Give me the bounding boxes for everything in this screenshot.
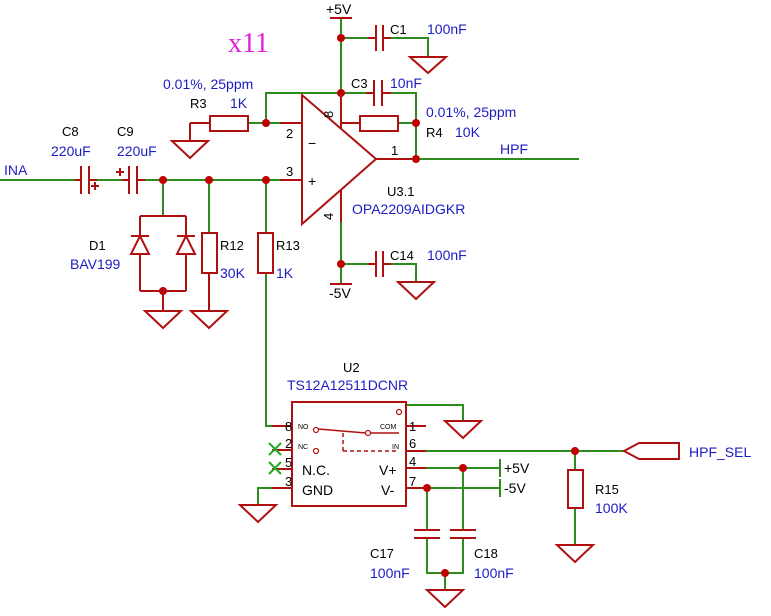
u3-pin3: 3 [286,164,293,179]
c14-ref: C14 [390,248,414,263]
u2-pin8: 8 [285,419,292,434]
u3-pin4: 4 [321,213,336,220]
capacitor-c18 [450,529,476,539]
u3-pin1: 1 [391,143,398,158]
u2-com-text: COM [380,424,397,431]
resistor-r15 [567,469,584,509]
r13-value: 1K [276,265,294,281]
sw-vpos-label: +5V [504,460,530,476]
u2-ref: U2 [343,360,360,375]
r4-ref: R4 [426,125,443,140]
net-hpf: HPF [500,141,528,157]
u2-pin6: 6 [409,436,416,451]
resistor-r4 [341,115,399,132]
sw-vneg-label: -5V [504,480,526,496]
switch-u2 [268,401,426,507]
labels: INA HPF HPF_SEL +5V -5V +5V -5V C1 100nF… [4,1,751,581]
r13-ref: R13 [276,238,300,253]
gain-annotation: x11 [228,28,269,59]
d1-ref: D1 [89,238,106,253]
u2-part: TS12A12511DCNR [287,377,408,393]
r4-value: 10K [455,124,481,140]
resistor-r12 [201,232,218,311]
c3-value: 10nF [390,75,422,91]
u2-pin4: 4 [409,454,416,469]
capacitor-c3 [366,80,391,106]
c1-value: 100nF [427,21,467,37]
r3-value: 1K [230,95,248,111]
resistor-r3 [189,115,249,141]
u2-pin7: 7 [409,474,416,489]
u2-in-text: IN [392,444,399,451]
u3-ref: U3.1 [387,184,414,199]
capacitor-c8 [75,166,99,194]
capacitor-c9 [116,166,145,194]
r15-value: 100K [595,500,628,516]
r12-value: 30K [220,265,246,281]
c14-value: 100nF [427,247,467,263]
u3-pin2: 2 [286,126,293,141]
r12-ref: R12 [220,238,244,253]
u3-pin8: 8 [321,111,336,118]
capacitor-c14 [368,251,391,277]
hpf-sel-port [621,442,680,460]
u2-nc-label: N.C. [302,462,330,478]
opamp-minus: − [308,135,316,151]
u2-nc-text: NC [298,444,308,451]
u2-vp-label: V+ [379,462,397,478]
vneg-label: -5V [329,285,351,301]
u2-pin5: 5 [285,455,292,470]
c18-value: 100nF [474,565,514,581]
net-ina: INA [4,162,28,178]
capacitor-c17 [414,529,440,539]
u2-vn-label: V- [381,482,395,498]
c1-ref: C1 [390,22,407,37]
capacitor-c1 [368,25,391,51]
u2-gnd-label: GND [302,482,333,498]
u2-no-text: NO [298,424,309,431]
c18-ref: C18 [474,546,498,561]
resistor-r13 [257,232,274,274]
u2-pin2: 2 [285,436,292,451]
r15-ref: R15 [595,482,619,497]
opamp-plus: + [308,173,316,189]
c9-value: 220uF [117,143,157,159]
net-hpf-sel: HPF_SEL [689,444,751,460]
opamp-u3: − + [280,92,416,227]
u3-part: OPA2209AIDGKR [352,201,465,217]
c3-ref: C3 [351,76,368,91]
ground-symbols [142,56,596,609]
vpos-label: +5V [326,1,352,17]
r3-tolerance: 0.01%, 25ppm [163,76,253,92]
c8-ref: C8 [62,124,79,139]
d1-value: BAV199 [70,256,121,272]
u2-pin3: 3 [285,474,292,489]
u2-pin1: 1 [409,419,416,434]
c9-ref: C9 [117,124,134,139]
diode-d1 [129,215,197,311]
r4-tolerance: 0.01%, 25ppm [426,104,516,120]
r3-ref: R3 [190,96,207,111]
c17-ref: C17 [370,546,394,561]
c17-value: 100nF [370,565,410,581]
junctions [159,34,579,577]
c8-value: 220uF [51,143,91,159]
